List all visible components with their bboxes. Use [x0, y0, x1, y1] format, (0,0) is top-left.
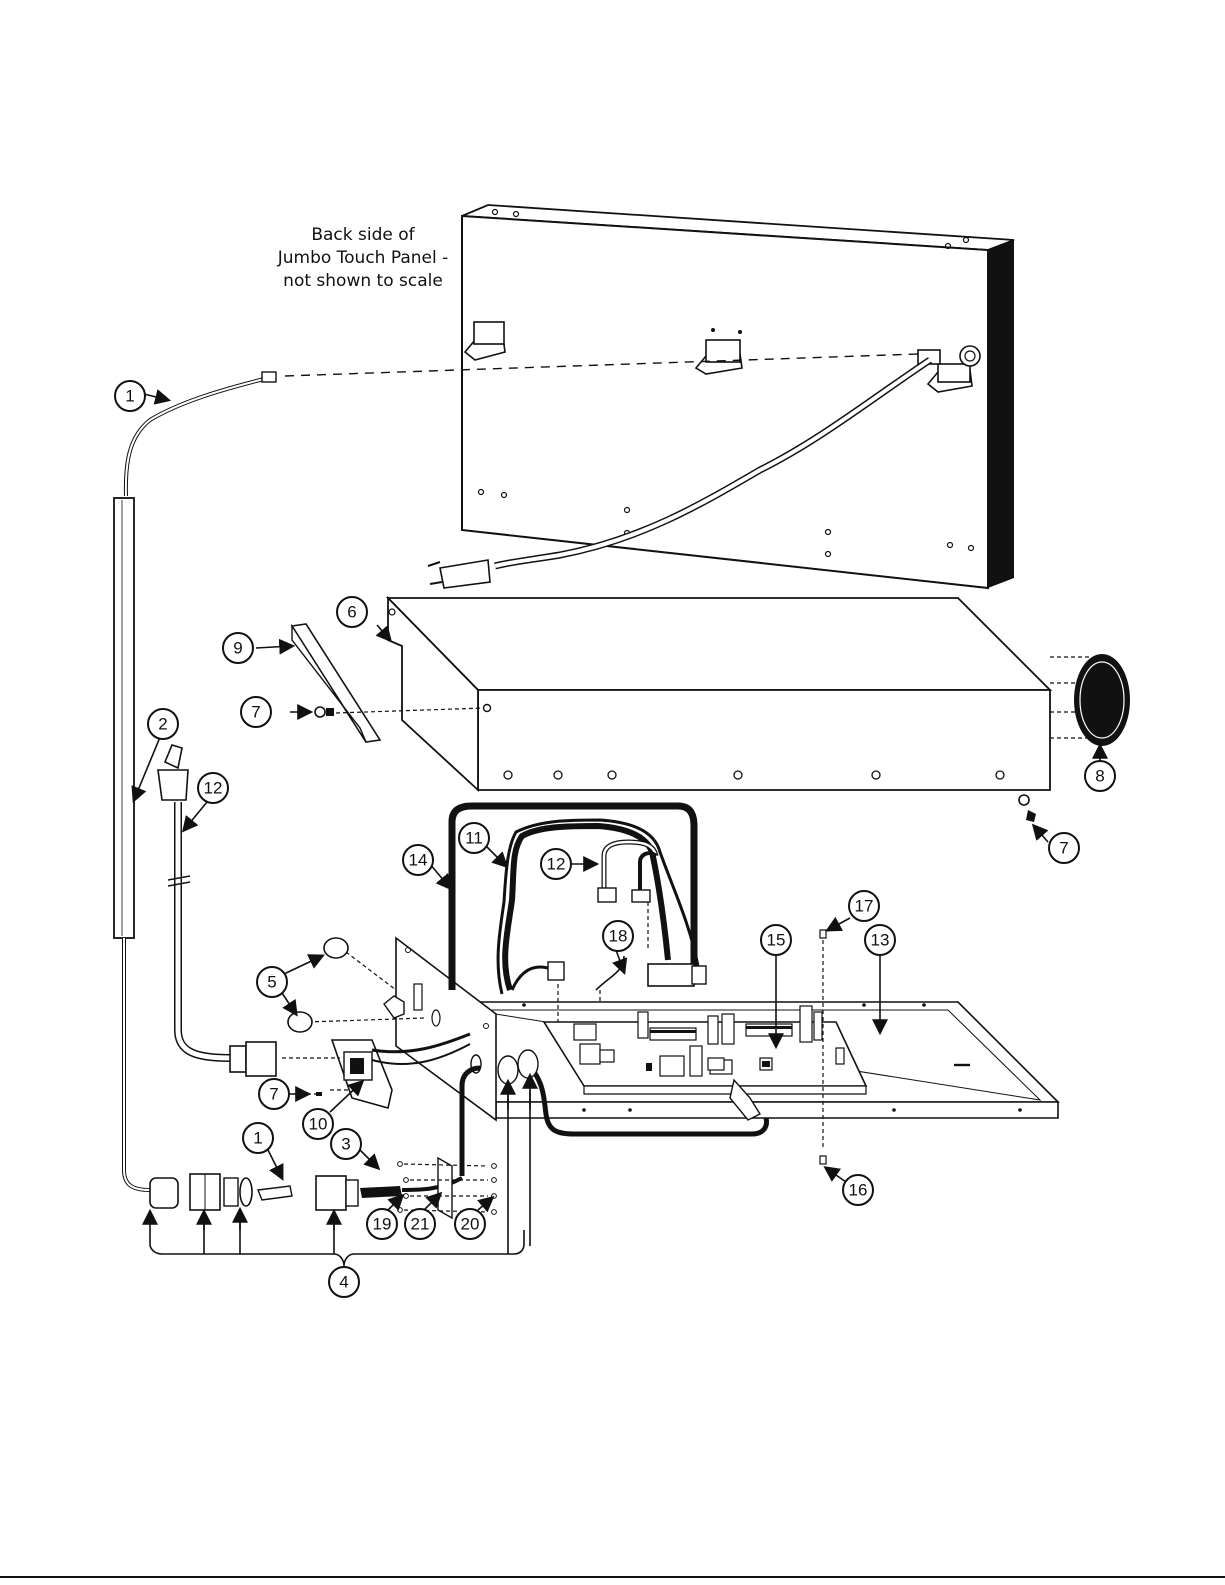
- callout-6: 6: [337, 597, 367, 627]
- cover-part-6: [388, 598, 1050, 790]
- callout-7-left: 7: [241, 697, 271, 727]
- svg-text:9: 9: [233, 639, 242, 658]
- svg-text:20: 20: [461, 1215, 480, 1234]
- svg-text:1: 1: [253, 1129, 262, 1148]
- callout-1-bottom: 1: [243, 1123, 273, 1153]
- callout-16: 16: [843, 1175, 873, 1205]
- svg-text:7: 7: [251, 703, 260, 722]
- svg-text:16: 16: [849, 1181, 868, 1200]
- callout-15: 15: [761, 925, 791, 955]
- page-bottom-rule: [0, 1576, 1225, 1578]
- callout-4: 4: [329, 1267, 359, 1297]
- callout-21: 21: [405, 1209, 435, 1239]
- callout-3: 3: [331, 1129, 361, 1159]
- side-plate: [384, 938, 496, 1120]
- callout-18: 18: [603, 921, 633, 951]
- callout-12-cord: 12: [198, 773, 228, 803]
- svg-text:17: 17: [855, 897, 874, 916]
- callout-2: 2: [148, 709, 178, 739]
- svg-text:3: 3: [341, 1135, 350, 1154]
- svg-text:4: 4: [339, 1273, 348, 1292]
- callout-12-harness: 12: [541, 849, 571, 879]
- svg-text:13: 13: [871, 931, 890, 950]
- svg-text:11: 11: [465, 829, 483, 848]
- callout-10: 10: [303, 1109, 333, 1139]
- svg-text:5: 5: [267, 973, 276, 992]
- callout-1-top: 1: [115, 381, 145, 411]
- svg-text:7: 7: [1059, 839, 1068, 858]
- harness-part-11: [498, 820, 706, 994]
- svg-text:21: 21: [411, 1215, 430, 1234]
- cable-part-1: [126, 372, 276, 496]
- bracket-part-9: [292, 624, 380, 742]
- svg-text:12: 12: [547, 855, 566, 874]
- svg-text:12: 12: [204, 779, 223, 798]
- callout-9: 9: [223, 633, 253, 663]
- svg-text:6: 6: [347, 603, 356, 622]
- callout-17: 17: [849, 891, 879, 921]
- cable-gland-part-4: [150, 1174, 358, 1210]
- svg-text:2: 2: [158, 715, 167, 734]
- callout-19: 19: [367, 1209, 397, 1239]
- svg-text:1: 1: [125, 387, 134, 406]
- callout-7-lower: 7: [259, 1079, 289, 1109]
- svg-text:7: 7: [269, 1085, 278, 1104]
- svg-text:15: 15: [767, 931, 786, 950]
- harness-part-12-small: [598, 842, 656, 902]
- callout-11: 11: [459, 823, 489, 853]
- conduit-part-2: [114, 498, 150, 1190]
- callout-8: 8: [1085, 761, 1115, 791]
- callout-7-right: 7: [1049, 833, 1079, 863]
- logo-label-part-8: [1074, 654, 1130, 746]
- svg-text:14: 14: [409, 851, 428, 870]
- callout-13: 13: [865, 925, 895, 955]
- svg-text:19: 19: [373, 1215, 392, 1234]
- jumbo-touch-panel: [428, 205, 1014, 588]
- callout-5: 5: [257, 967, 287, 997]
- svg-text:8: 8: [1095, 767, 1104, 786]
- svg-text:10: 10: [309, 1115, 328, 1134]
- svg-text:18: 18: [609, 927, 628, 946]
- callout-20: 20: [455, 1209, 485, 1239]
- hole-plugs-part-5: [288, 938, 348, 1032]
- callout-14: 14: [403, 845, 433, 875]
